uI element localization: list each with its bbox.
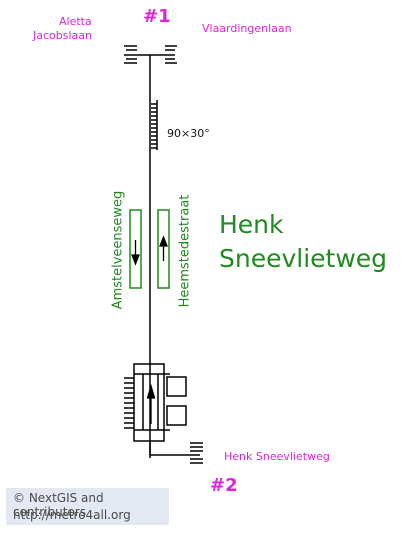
platform-box-right (157, 209, 170, 289)
street-label-henk-sneevlietweg: Henk Sneevlietweg (224, 450, 330, 463)
street-label-jacobslaan-line2: Jacobslaan (33, 29, 92, 42)
street-label-vlaardingenlaan: Vlaardingenlaan (202, 22, 292, 35)
stairs-icon (124, 377, 134, 429)
credit-line-2: http://metro4all.org (13, 508, 131, 522)
up-arrow-icon (159, 235, 168, 261)
stairs-icon (165, 45, 177, 64)
station-name-line1: Henk (219, 210, 284, 239)
platform-box-left (129, 209, 142, 289)
credit-box: © NextGIS and contributors http://metro4… (6, 488, 169, 525)
street-label-jacobslaan: Jacobslaan (33, 29, 92, 42)
street-label-aletta-line1: Aletta (59, 15, 92, 28)
up-arrow-icon (146, 383, 156, 424)
elevator-icon (166, 405, 187, 426)
elevator-icon (166, 376, 187, 397)
station-name-line2: Sneevlietweg (219, 244, 388, 273)
down-arrow-icon (131, 240, 140, 266)
street-label-aletta: Aletta (59, 15, 92, 28)
exit-number-1: #1 (143, 6, 171, 27)
credit-line-1: © NextGIS and contributors (13, 491, 104, 519)
stairs-icon (124, 45, 137, 64)
exit-number-2: #2 (210, 475, 238, 496)
stairs-dimension-label: 90×30° (167, 127, 210, 140)
lower-vestibule (133, 363, 170, 442)
stairs-icon (151, 100, 158, 150)
station-name: Henk Sneevlietweg (219, 208, 387, 276)
stairs-icon (190, 442, 203, 464)
